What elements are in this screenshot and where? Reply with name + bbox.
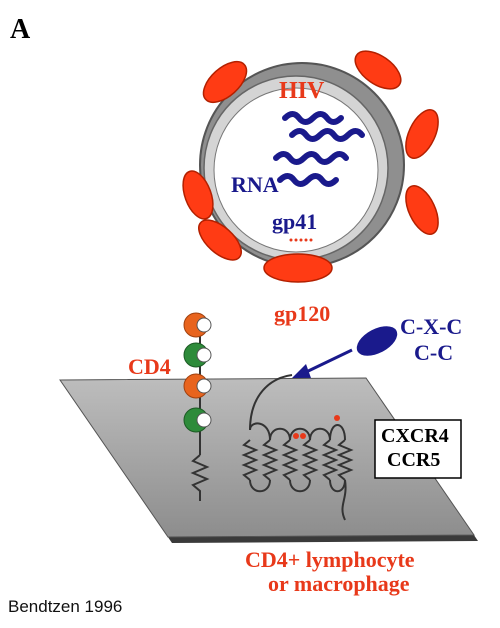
envelope-knob: [202, 60, 248, 104]
cd4-label: CD4: [128, 354, 171, 379]
hiv-virion: HIV RNA gp41: [182, 50, 439, 283]
chemokine-label-cc: C-C: [414, 340, 453, 365]
panel-letter: A: [10, 14, 31, 45]
envelope-knob: [405, 109, 439, 159]
envelope-glycoproteins: [182, 50, 439, 283]
membrane-plane: [59, 377, 475, 538]
rna-strand: [273, 151, 349, 165]
virion-core: [213, 87, 379, 253]
cell-label-line1: CD4+ lymphocyte: [245, 547, 415, 572]
cd4-domain: [183, 407, 212, 433]
coreceptor-loops: [249, 422, 331, 441]
rna-strand: [277, 173, 339, 187]
disulfide-bonds: [293, 415, 340, 439]
rna-strands: [273, 111, 365, 187]
envelope-knob: [405, 185, 439, 235]
rna-label: RNA: [231, 172, 279, 197]
rna-strand: [282, 111, 344, 125]
coreceptor-helix-3: [281, 439, 299, 481]
arrow-icon: [290, 348, 353, 380]
coreceptor-helix-4: [301, 439, 319, 481]
coreceptor-helix-2: [261, 439, 279, 481]
receptor-label-cxcr4: CXCR4: [381, 425, 449, 447]
chemokine-label-cxc: C-X-C: [400, 314, 462, 339]
credit-text: Bendtzen 1996: [8, 597, 122, 616]
cd4-domain: [183, 342, 212, 368]
envelope-knob: [354, 50, 402, 90]
receptor-label-ccr5: CCR5: [387, 449, 440, 471]
coreceptor-n-terminus: [249, 374, 293, 431]
coreceptor: [241, 374, 354, 521]
coreceptor-helix-5: [321, 439, 339, 481]
hiv-label: HIV: [279, 78, 325, 104]
envelope-knob: [263, 253, 333, 283]
gp41-dots: [289, 238, 313, 242]
cd4-domain: [183, 373, 212, 399]
cd4-domain: [183, 312, 212, 338]
receptor-label-box: [374, 419, 462, 479]
coreceptor-helix-1: [241, 439, 259, 481]
envelope-knob: [198, 219, 242, 261]
chemokine-molecule: [356, 326, 398, 356]
coreceptor-c-terminus: [341, 479, 347, 521]
cd4-receptor: [183, 312, 212, 501]
cell-label-line2: or macrophage: [268, 571, 410, 596]
coreceptor-ecl: [329, 424, 346, 441]
envelope-knob: [182, 170, 214, 220]
coreceptor-helix-6: [336, 439, 354, 481]
rna-strand: [289, 128, 365, 142]
cd4-transmembrane: [190, 454, 210, 501]
gp120-label: gp120: [274, 301, 330, 326]
gp41-label: gp41: [272, 209, 317, 234]
